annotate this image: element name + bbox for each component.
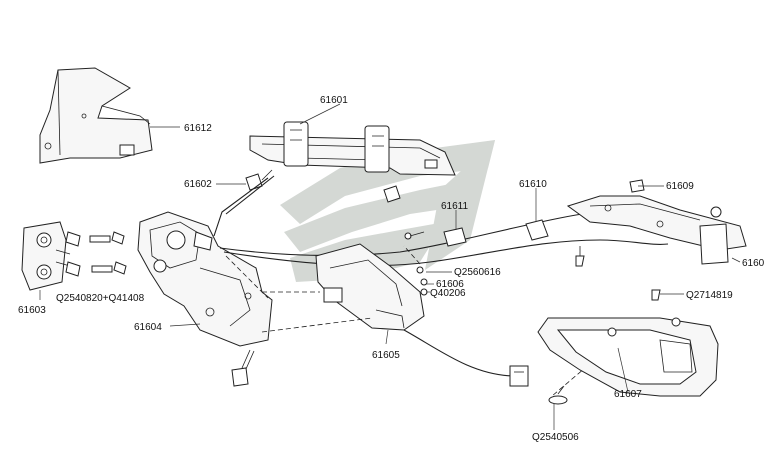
inner-handle-61607 [537, 317, 719, 397]
label-q2540820: Q2540820+Q41408 [56, 293, 145, 304]
label-61603: 61603 [18, 305, 46, 316]
label-61604: 61604 [134, 322, 162, 333]
right-bracket [566, 179, 747, 265]
latch-assembly-61604 [137, 211, 273, 347]
label-61605: 61605 [372, 350, 400, 361]
right-screws [575, 246, 661, 301]
callout-labels: 61601 61612 61602 61610 61609 61611 6160… [18, 95, 765, 443]
label-61609: 61609 [666, 181, 694, 192]
label-q2560616: Q2560616 [454, 267, 501, 278]
label-q2540506: Q2540506 [532, 432, 579, 443]
label-q2714819: Q2714819 [686, 290, 733, 301]
latch-screw [231, 349, 255, 387]
label-61601: 61601 [320, 95, 348, 106]
label-6160x: 6160 [742, 258, 765, 269]
label-61610: 61610 [519, 179, 547, 190]
label-61612: 61612 [184, 123, 212, 134]
striker-screws [65, 231, 127, 277]
label-61606: 61606 [436, 279, 464, 290]
clip-61610 [525, 188, 549, 241]
bracket-61612 [39, 67, 153, 164]
label-61607: 61607 [614, 389, 642, 400]
connector [509, 365, 529, 387]
label-q40206: Q40206 [430, 288, 466, 299]
outer-handle-61601 [249, 121, 456, 176]
actuator-61605 [315, 243, 425, 331]
label-61611: 61611 [441, 201, 469, 212]
small-fasteners [404, 231, 428, 296]
leader-lines [39, 103, 741, 430]
screw-61602 [245, 169, 401, 203]
handle-screw [548, 385, 568, 405]
striker-61603 [21, 221, 71, 291]
label-61602: 61602 [184, 179, 212, 190]
clip-61611 [443, 210, 467, 247]
